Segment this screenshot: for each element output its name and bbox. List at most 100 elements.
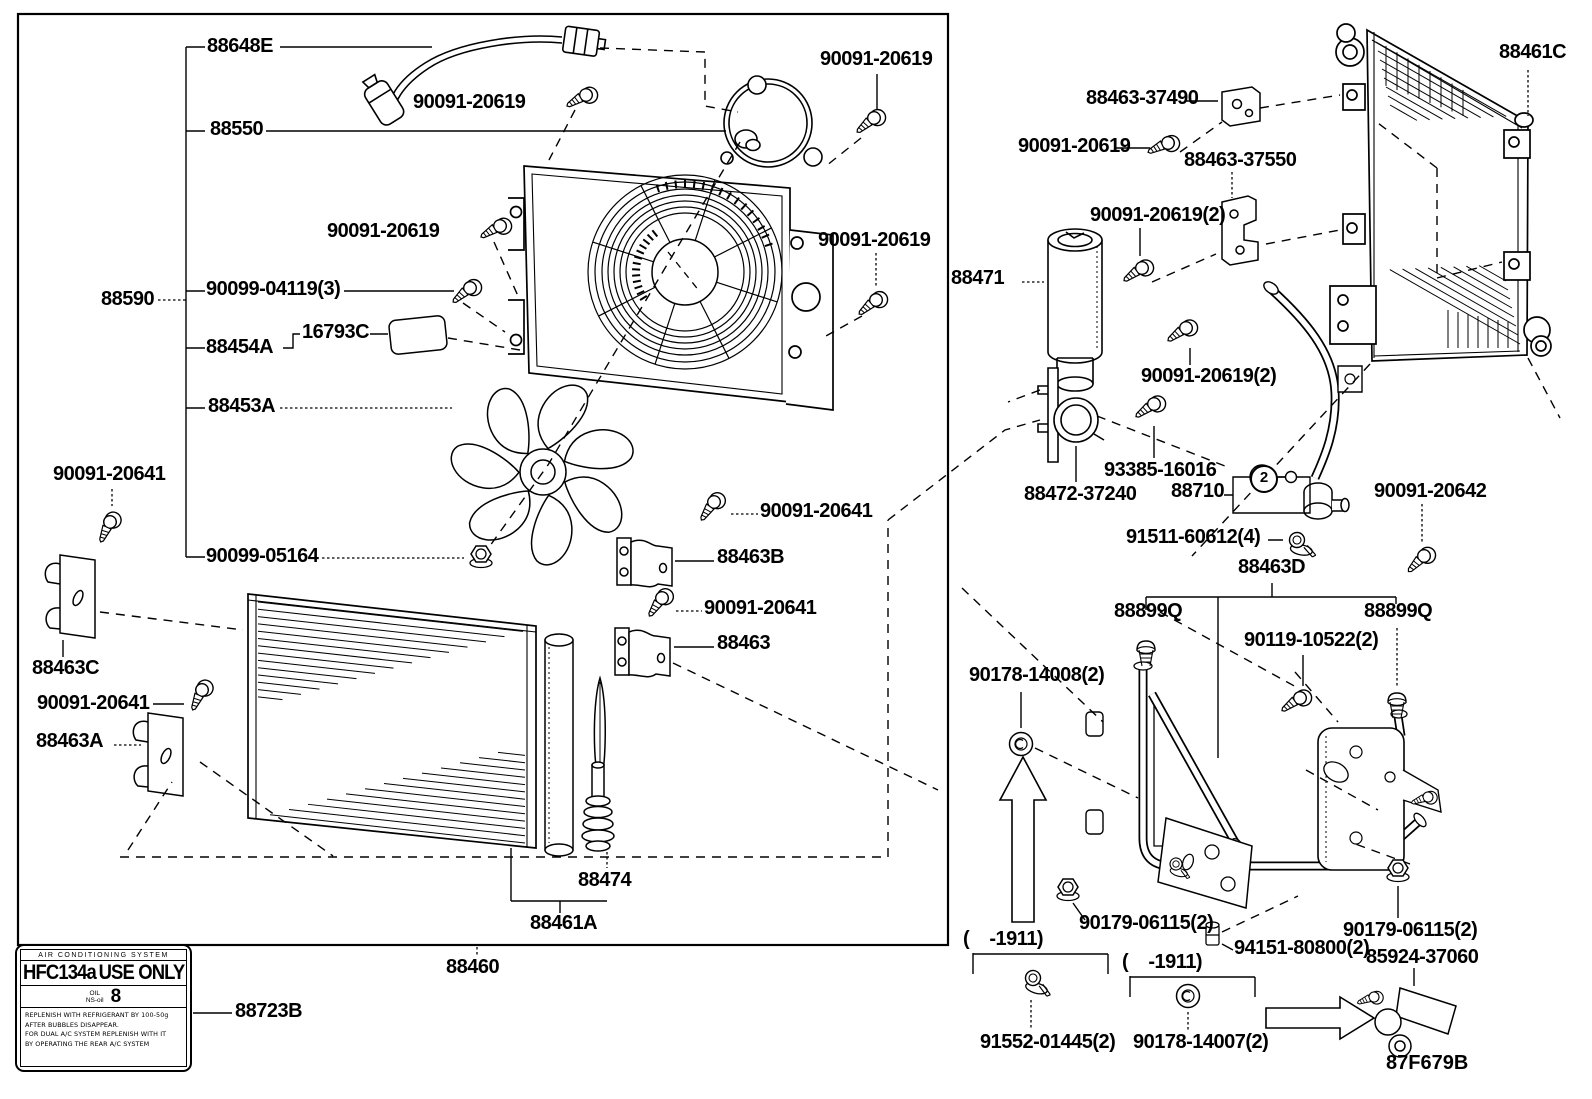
clip-94151: [1205, 921, 1220, 946]
fan-motor: [720, 75, 823, 168]
screw-icon: [1163, 315, 1202, 350]
hidden-lines-dashed: [99, 47, 1561, 933]
leader-lines-dotted: [111, 70, 1529, 1030]
part-label: 88550: [210, 118, 264, 140]
part-label: 90179-06115(2): [1343, 919, 1478, 941]
part-label: 16793C: [302, 321, 370, 343]
grommet-icon: [1008, 731, 1034, 757]
part-label: 90091-20642: [1374, 480, 1487, 502]
screw-icon: [643, 584, 678, 623]
note-line: BY OPERATING THE REAR A/C SYSTEM: [25, 1039, 150, 1048]
part-label: 90099-05164: [206, 545, 319, 567]
expansion-valve: [1374, 987, 1457, 1058]
part-label: 88463-37490: [1086, 87, 1199, 109]
part-label: 88454A: [206, 336, 274, 358]
part-label: ( -1911): [963, 928, 1044, 950]
callout-2: 2: [1250, 465, 1278, 493]
part-label: 88463-37550: [1184, 149, 1297, 171]
screw-icon: [563, 83, 602, 116]
receiver-drier-tube: [544, 633, 615, 857]
part-label: 90091-20619: [1018, 135, 1131, 157]
part-label: 88461A: [530, 912, 598, 934]
condenser-core: [247, 593, 537, 849]
part-label: 93385-16016: [1104, 459, 1217, 481]
note-line: REPLENISH WITH REFRIGERANT BY 100-50g: [25, 1011, 169, 1019]
part-label: 88723B: [235, 1000, 303, 1022]
bracket-88463a: [132, 712, 184, 797]
pipe-assembly: [1085, 661, 1442, 909]
screw-icon: [1355, 988, 1386, 1012]
screw-icon: [695, 488, 730, 527]
part-label: 88648E: [207, 35, 273, 57]
nut-icon: [1056, 878, 1080, 902]
part-label: 88474: [578, 869, 632, 891]
note-line: FOR DUAL A/C SYSTEM REPLENISH WITH IT: [25, 1030, 167, 1038]
oil-label: OIL: [89, 989, 100, 997]
left-panel-frame: [16, 12, 950, 947]
wire-harness: [361, 25, 607, 126]
part-label: 88463D: [1238, 556, 1306, 578]
bracket-88463-37490: [1221, 86, 1261, 127]
spec-plate-oil: OIL NS-oil 8: [21, 986, 186, 1008]
part-label: 88453A: [208, 395, 276, 417]
note-line: AFTER BUBBLES DISAPPEAR.: [25, 1020, 119, 1029]
leader-lines-solid: [62, 46, 1415, 1014]
screw-icon: [1144, 131, 1183, 163]
screw-icon: [186, 676, 217, 715]
part-label: 91552-01445(2): [980, 1031, 1116, 1053]
part-label: 90091-20641: [704, 597, 817, 619]
part-label: 88471: [951, 267, 1005, 289]
boltw-icon: [1286, 530, 1320, 559]
screw-icon: [1277, 685, 1316, 720]
refrigerant-type: HFC134a: [22, 961, 97, 984]
part-label: 90091-20641: [760, 500, 873, 522]
bracket-88463-37550: [1221, 195, 1259, 266]
part-label: 88710: [1171, 480, 1225, 502]
part-label: 90179-06115(2): [1079, 912, 1214, 934]
boltw-icon: [1021, 968, 1057, 998]
fan-shroud: [508, 165, 834, 411]
part-label: 88899Q: [1364, 600, 1433, 622]
part-label: 90091-20619: [818, 229, 931, 251]
part-label: 88463B: [717, 546, 785, 568]
bracket-88463b: [616, 537, 673, 588]
part-label: 90178-14007(2): [1133, 1031, 1269, 1053]
screw-icon: [1403, 543, 1440, 580]
pipe-88710: [1263, 281, 1363, 520]
part-label: 90091-20619(2): [1090, 204, 1226, 226]
use-only-text: USE ONLY: [98, 961, 185, 984]
part-label: 90091-20619: [820, 48, 933, 70]
right-arrow-icon: [1265, 995, 1376, 1041]
part-label: 88460: [446, 956, 500, 978]
part-label: 90178-14008(2): [969, 664, 1105, 686]
spec-plate-notes: REPLENISH WITH REFRIGERANT BY 100-50g AF…: [21, 1008, 186, 1052]
relay-16793c: [388, 315, 448, 355]
part-label: 90099-04119(3): [206, 278, 341, 300]
part-label: 88463: [717, 632, 771, 654]
right-condenser: [1329, 23, 1552, 362]
part-label: 88590: [101, 288, 155, 310]
part-label: 88472-37240: [1024, 483, 1137, 505]
part-label: 90091-20641: [53, 463, 166, 485]
nut-icon: [1386, 859, 1410, 883]
part-label: 90091-20619: [413, 91, 526, 113]
screw-icon: [448, 275, 486, 311]
part-label: 88463A: [36, 730, 104, 752]
part-label: 90091-20619(2): [1141, 365, 1277, 387]
bracket-88463c: [44, 554, 96, 639]
part-label: 88463C: [32, 657, 100, 679]
nut-icon: [469, 545, 493, 569]
screw-icon: [852, 105, 890, 141]
screw-icon: [1131, 391, 1170, 426]
bracket-88463: [614, 627, 671, 678]
part-label: 90119-10522(2): [1244, 629, 1379, 651]
part-label: 91511-60612(4): [1126, 526, 1261, 548]
part-label: 88899Q: [1114, 600, 1183, 622]
receiver-drier: [1037, 228, 1105, 463]
part-label: 90091-20641: [37, 692, 150, 714]
spec-plate-header: AIR CONDITIONING SYSTEM: [21, 950, 186, 961]
oil-amount: 8: [110, 986, 122, 1007]
